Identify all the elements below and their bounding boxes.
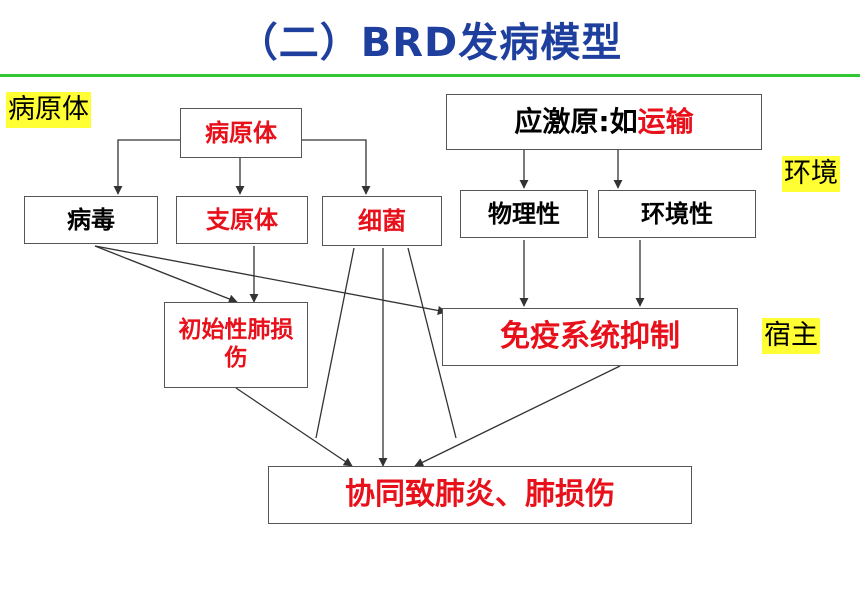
synergistic-pneumonia-outcome-node: 协同致肺炎、肺损伤 xyxy=(268,466,692,524)
page-title: （二）BRD发病模型 xyxy=(237,20,623,66)
initial-lung-injury-node: 初始性肺损伤 xyxy=(164,302,308,388)
stressor-example-transport: 运输 xyxy=(637,105,694,139)
edge-virus-to-immunosuppression xyxy=(94,245,447,315)
edge-virus-to-lung-injury xyxy=(94,245,238,304)
pathogen-root-node: 病原体 xyxy=(180,108,302,158)
mycoplasma-node: 支原体 xyxy=(176,196,308,244)
environment-category-label: 环境 xyxy=(782,156,840,192)
environmental-stressor-node: 环境性 xyxy=(598,190,756,238)
stressor-node: 应激原:如运输 xyxy=(446,94,762,150)
pathogen-category-label: 病原体 xyxy=(6,92,91,128)
host-category-label: 宿主 xyxy=(762,318,820,354)
bacteria-node: 细菌 xyxy=(322,196,442,246)
title-divider xyxy=(0,74,860,77)
virus-node: 病毒 xyxy=(24,196,158,244)
edge-lung-injury-to-outcome xyxy=(235,387,353,467)
stressor-prefix: 应激原:如 xyxy=(514,105,638,139)
physical-stressor-node: 物理性 xyxy=(460,190,588,238)
edge-bacteria-to-outcome-left xyxy=(315,247,355,439)
immunosuppression-node: 免疫系统抑制 xyxy=(442,308,738,366)
edge-bacteria-to-outcome-right xyxy=(407,247,457,439)
edge-pathogen-to-bacteria xyxy=(302,139,371,195)
edge-pathogen-to-virus xyxy=(113,139,180,195)
edge-immunosuppression-to-outcome xyxy=(414,365,621,467)
